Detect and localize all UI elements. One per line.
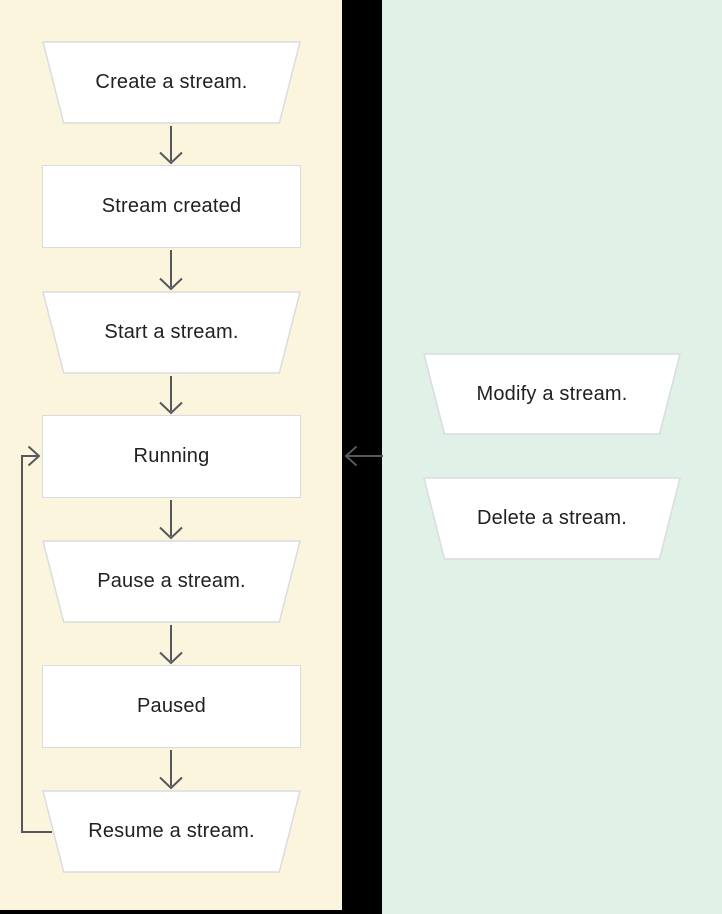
node-label: Modify a stream. [476,382,628,405]
flow-node-pause-stream: Pause a stream. [42,540,301,623]
node-label: Running [133,445,210,467]
flow-node-resume-stream: Resume a stream. [42,790,301,873]
trapezoid-shape [42,540,301,623]
node-label: Start a stream. [104,321,239,343]
state-node-paused: Paused [42,665,301,748]
trapezoid-shape [42,41,301,124]
trapezoid-shape [42,291,301,374]
node-label: Paused [136,695,207,717]
node-label: Resume a stream. [88,820,255,842]
trapezoid-shape [42,790,301,873]
state-node-running: Running [42,415,301,498]
flow-node-start-stream: Start a stream. [42,291,301,374]
node-label: Pause a stream. [97,570,246,592]
node-label: Stream created [101,195,242,217]
operations-panel [382,0,722,914]
flow-node-create-stream: Create a stream. [42,41,301,124]
trapezoid-shape [423,477,681,560]
node-label: Delete a stream. [477,507,627,529]
flow-node-modify-stream: Modify a stream. [423,353,681,435]
state-node-stream-created: Stream created [42,165,301,248]
arrow-operations-to-running [344,445,383,467]
trapezoid-shape [423,353,681,435]
node-label: Create a stream. [95,71,248,93]
flow-node-delete-stream: Delete a stream. [423,477,681,560]
